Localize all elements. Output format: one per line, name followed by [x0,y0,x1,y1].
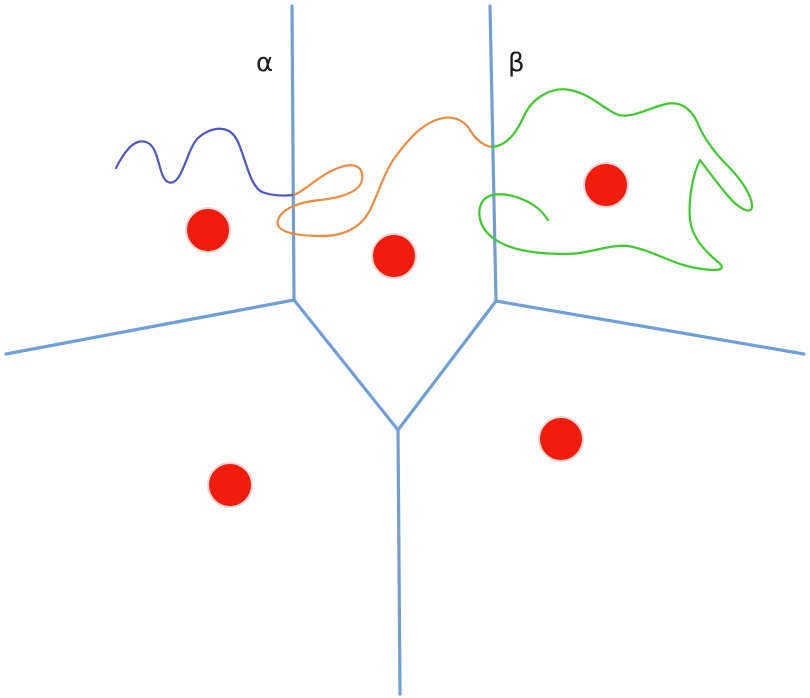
site-top-left [185,207,231,253]
edge-alpha-boundary [290,4,296,302]
site-top-right [583,162,629,208]
edge-right-diagonal [396,299,498,432]
voronoi-sites [185,162,629,508]
trajectory-green [478,88,754,272]
edge-bottom-vertical [396,428,402,696]
site-bottom-left [207,462,253,508]
site-top-center [371,233,417,279]
trajectory-orange [276,116,494,238]
edge-right-horizontal [494,299,806,356]
label-beta: β [508,48,525,78]
trajectory-blue [114,127,296,197]
cell-edges [4,4,806,696]
edge-left-diagonal [292,298,400,432]
label-alpha: α [256,48,274,78]
edge-left-horizontal [4,298,296,356]
site-bottom-right [538,416,584,462]
edge-beta-boundary [488,4,498,303]
